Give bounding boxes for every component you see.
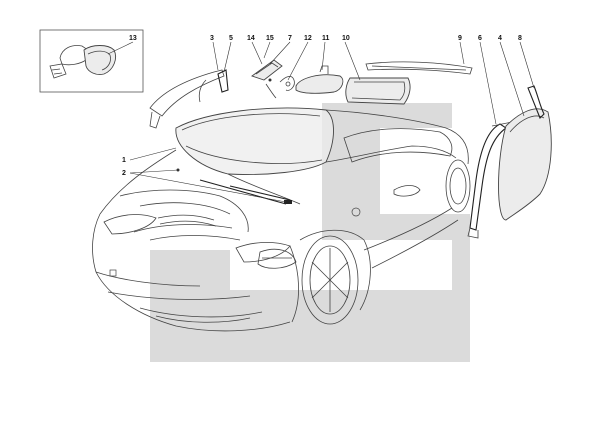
callout-3: 3 xyxy=(210,35,214,42)
callout-9: 9 xyxy=(458,35,462,42)
callout-1: 1 xyxy=(122,157,126,164)
callout-12: 12 xyxy=(304,35,312,42)
callout-2: 2 xyxy=(122,170,126,177)
callout-10: 10 xyxy=(342,35,350,42)
callout-8: 8 xyxy=(518,35,522,42)
callout-4: 4 xyxy=(498,35,502,42)
door-window xyxy=(498,108,552,221)
door-seal xyxy=(467,121,513,239)
callout-5: 5 xyxy=(229,35,233,42)
rear-screen xyxy=(345,77,411,105)
callout-7: 7 xyxy=(288,35,292,42)
watermark-logo xyxy=(150,103,470,362)
roof-strip xyxy=(365,61,473,75)
rear-view-mirror xyxy=(295,65,344,94)
callout-14: 14 xyxy=(247,35,255,42)
callout-6: 6 xyxy=(478,35,482,42)
quarter-glass xyxy=(251,59,283,99)
rain-sensor xyxy=(279,76,295,91)
a-pillar-trim xyxy=(149,69,229,129)
car-body xyxy=(92,109,471,332)
small-seal xyxy=(527,85,545,119)
callout-11: 11 xyxy=(322,35,330,42)
leader-lines xyxy=(107,41,535,203)
callout-15: 15 xyxy=(266,35,274,42)
windscreen xyxy=(175,107,334,175)
mirror-inset xyxy=(39,29,144,93)
callout-13: 13 xyxy=(129,35,137,42)
callout-labels: 13 3 5 14 15 7 12 11 10 9 6 4 8 1 2 xyxy=(122,35,522,177)
